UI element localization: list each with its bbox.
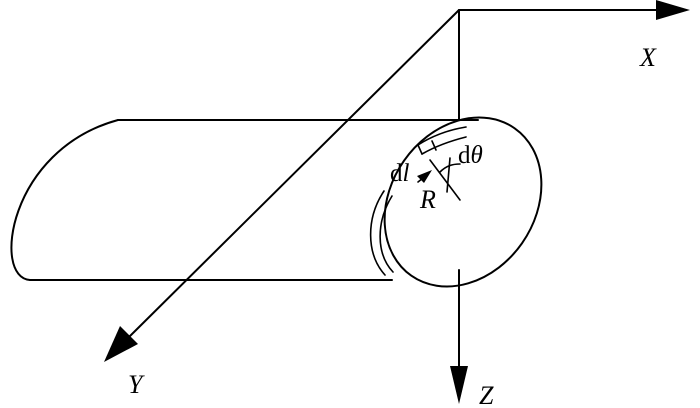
z-axis-label: Z	[479, 381, 494, 408]
radius-line-2	[446, 157, 451, 193]
axes	[104, 0, 690, 404]
slice-arc-outer	[369, 190, 386, 276]
element-side-right	[431, 140, 437, 151]
radius-line-1	[429, 159, 461, 201]
dtheta-arc	[439, 163, 461, 173]
element-side-left	[417, 144, 423, 155]
dl-variable: l	[403, 160, 410, 187]
slice-arc-inner	[379, 195, 394, 273]
x-axis-arrowhead	[656, 0, 690, 20]
dtheta-variable: θ	[471, 142, 483, 169]
x-axis-label: X	[639, 43, 657, 72]
cylinder-left-end	[10, 119, 119, 281]
dl-prefix: d	[390, 160, 403, 187]
element-arc-inner	[421, 136, 467, 155]
y-axis-line	[127, 9, 460, 339]
dl-label: dl	[390, 160, 410, 187]
element-arc-outer	[417, 126, 467, 146]
dtheta-label: dθ	[458, 142, 483, 169]
surface-element	[417, 126, 467, 201]
y-axis-label: Y	[128, 370, 145, 399]
radius-label: R	[419, 185, 436, 214]
z-axis-arrowhead	[450, 366, 468, 404]
cylinder	[10, 116, 543, 288]
y-axis-arrowhead	[104, 326, 138, 362]
cross-section-face	[383, 116, 543, 288]
dtheta-prefix: d	[458, 142, 471, 169]
dl-pointer-arrowhead	[417, 170, 432, 183]
